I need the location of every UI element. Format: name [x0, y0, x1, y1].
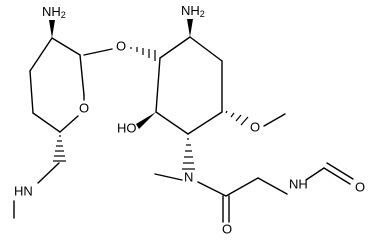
- cyclitol-ring: [155, 36, 223, 135]
- bond: [225, 177, 259, 197]
- hydroxyl-label: HO: [117, 121, 137, 136]
- bond: [32, 112, 61, 133]
- amide-carbonyl-oxygen-label: O: [222, 222, 232, 237]
- bond: [197, 181, 227, 197]
- bond: [29, 70, 34, 114]
- hashed-wedge-bond: [182, 138, 195, 170]
- hashed-wedge-bond: [53, 135, 66, 162]
- bond: [59, 115, 79, 133]
- bond: [326, 162, 354, 180]
- bond: [323, 167, 351, 185]
- bond: [155, 111, 189, 135]
- wedge-bond: [187, 19, 193, 37]
- bond: [189, 36, 223, 62]
- amide-n-label: N: [184, 170, 193, 185]
- bond: [187, 111, 223, 135]
- bond: [305, 167, 325, 181]
- bond: [29, 37, 53, 72]
- bond: [263, 113, 286, 127]
- bond: [83, 48, 113, 56]
- bond: [159, 36, 191, 59]
- bond: [79, 54, 85, 96]
- ring-amine-label: NH2: [181, 3, 205, 20]
- hashed-wedge-bond: [225, 110, 249, 126]
- ether-oxygen-label: O: [116, 39, 126, 54]
- formamide-nh-label: NH: [289, 177, 308, 192]
- formyl-oxygen-label: O: [355, 180, 365, 195]
- bond: [257, 177, 288, 195]
- wedge-bond: [49, 20, 55, 38]
- bond: [51, 37, 81, 56]
- bond: [37, 162, 60, 184]
- bond: [155, 57, 161, 113]
- bond: [154, 173, 183, 181]
- ring-oxygen-label: O: [79, 101, 89, 116]
- methoxy-oxygen-label: O: [250, 120, 260, 135]
- hashed-wedge-bond: [130, 47, 156, 61]
- wedge-bond: [136, 112, 156, 129]
- sugar-amine-label: NH2: [42, 4, 66, 21]
- amine-n-label: HN: [14, 184, 33, 199]
- sugar-ring: [29, 37, 85, 133]
